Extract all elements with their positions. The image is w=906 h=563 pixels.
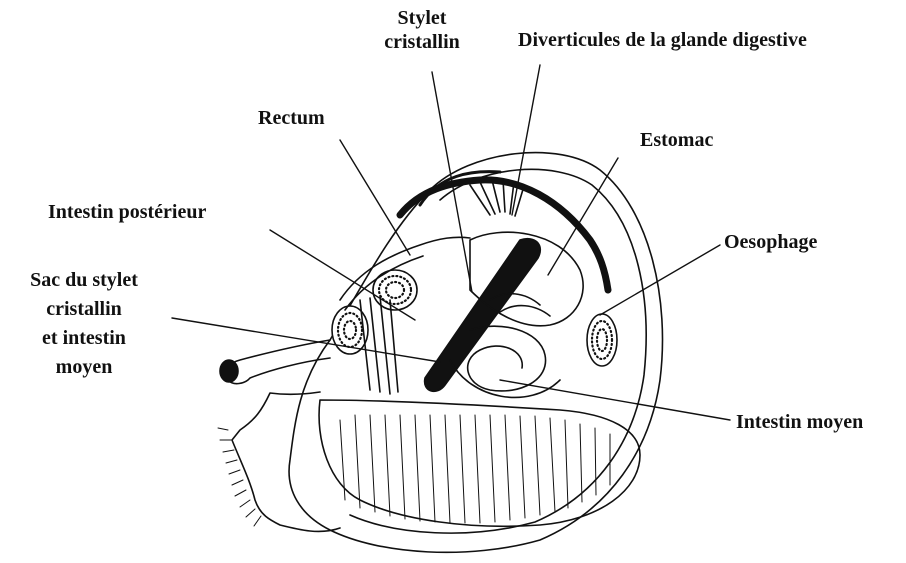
label-rectum: Rectum [258,106,325,130]
leader-intestin-moyen [500,380,730,420]
leader-sac [172,318,440,362]
crystalline-style [425,239,541,392]
leader-oesophage [600,245,720,315]
label-stylet-line2: cristallin [372,30,472,54]
label-intestin-moyen: Intestin moyen [736,410,863,434]
label-estomac: Estomac [640,128,713,152]
siphon-tip [220,360,238,382]
label-sac-line1: Sac du stylet [0,266,168,295]
label-sac-line4: moyen [0,353,168,382]
label-sac-du-stylet: Sac du stylet cristallin et intestin moy… [0,266,168,382]
label-sac-line3: et intestin [0,324,168,353]
label-stylet-cristallin: Stylet cristallin [372,6,472,54]
label-oesophage: Oesophage [724,230,817,254]
label-stylet-line1: Stylet [372,6,472,30]
label-diverticules: Diverticules de la glande digestive [518,28,807,52]
label-intestin-posterieur: Intestin postérieur [48,200,206,224]
label-sac-line2: cristallin [0,295,168,324]
posterior-muscle [360,296,398,394]
leader-rectum [340,140,410,255]
exhalant-siphon [226,340,330,384]
inhalant-siphon [232,392,340,531]
leader-estomac [548,158,618,275]
